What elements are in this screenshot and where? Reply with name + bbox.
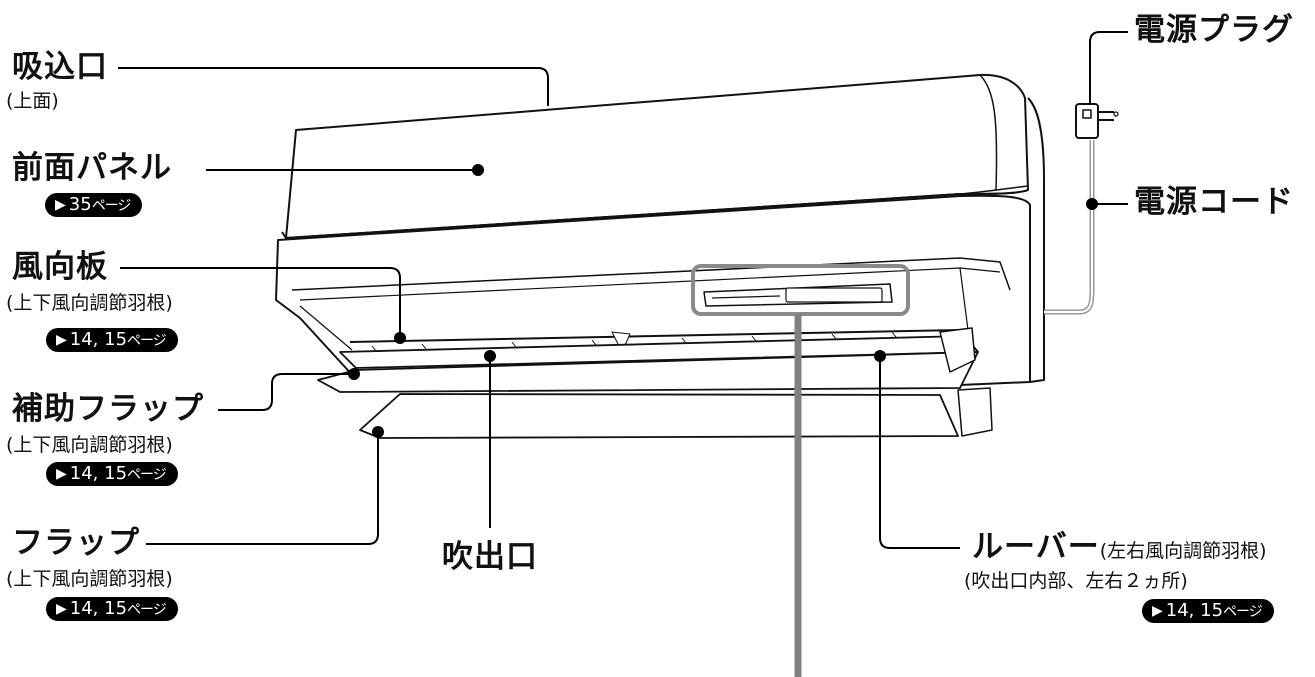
flap-page-ref[interactable]: ▶14, 15ページ	[46, 597, 178, 621]
front-panel-label: 前面パネル	[12, 150, 172, 186]
intake-label: 吸込口	[12, 49, 108, 85]
aux-flap-note: (上下風向調節羽根)	[6, 434, 173, 456]
leader-louver	[879, 358, 960, 549]
page-ref-marker: ▶	[1152, 603, 1163, 619]
louver-note: (吹出口内部、左右２ヵ所)	[964, 570, 1188, 592]
vane-label: 風向板	[12, 249, 108, 285]
outlet-label: 吹出口	[442, 539, 538, 575]
leader-dots	[348, 164, 1098, 438]
flap-shape	[359, 393, 959, 439]
louver-page-ref[interactable]: ▶14, 15ページ	[1142, 599, 1274, 623]
vane-page-ref[interactable]: ▶14, 15ページ	[46, 328, 178, 352]
page-ref-marker: ▶	[56, 601, 67, 617]
aux-flap-label: 補助フラップ	[12, 391, 204, 427]
leader-vane	[120, 267, 401, 336]
power-cord-label: 電源コード	[1134, 184, 1294, 220]
page-ref-marker: ▶	[55, 197, 66, 213]
front-panel-page-ref[interactable]: ▶35ページ	[45, 193, 143, 217]
leader-lines	[118, 31, 1128, 549]
aux-flap-page-ref[interactable]: ▶14, 15ページ	[46, 462, 178, 486]
leader-power-plug	[1089, 31, 1128, 104]
flap-note: (上下風向調節羽根)	[6, 568, 173, 590]
power-plug-shape	[1075, 103, 1119, 139]
louver-label-row: ルーバー(左右風向調節羽根)	[972, 532, 1267, 563]
leader-aux-flap	[218, 373, 352, 411]
intake-note: (上面)	[6, 90, 59, 112]
louver-label: ルーバー	[972, 529, 1100, 565]
vane-note: (上下風向調節羽根)	[6, 292, 173, 314]
page-ref-marker: ▶	[56, 332, 67, 348]
power-plug-label: 電源プラグ	[1134, 12, 1294, 48]
flap-label: フラップ	[12, 525, 140, 561]
power-cord	[1044, 140, 1095, 315]
louver-title-note: (左右風向調節羽根)	[1099, 540, 1267, 562]
air-conditioner-unit	[275, 73, 1119, 439]
page-ref-marker: ▶	[56, 466, 67, 482]
leader-flap	[146, 436, 379, 545]
leader-intake	[118, 67, 549, 106]
